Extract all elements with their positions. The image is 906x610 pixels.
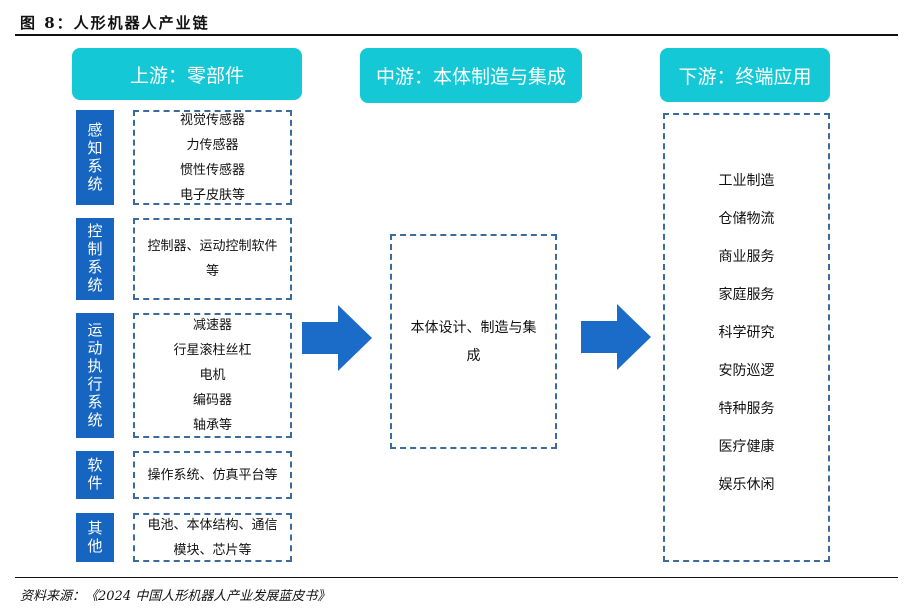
midstream-header: 中游：本体制造与集成 bbox=[360, 48, 582, 103]
component-item: 控制器、运动控制软件 bbox=[147, 239, 278, 254]
application-item: 商业服务 bbox=[718, 249, 775, 265]
application-item: 工业制造 bbox=[718, 173, 775, 189]
source-note: 资料来源：《2024 中国人形机器人产业发展蓝皮书》 bbox=[20, 589, 331, 604]
control-box: 控制器、运动控制软件 等 bbox=[133, 218, 292, 300]
application-item: 医疗健康 bbox=[718, 439, 775, 455]
application-item: 科学研究 bbox=[718, 325, 775, 341]
component-item: 编码器 bbox=[192, 393, 232, 408]
category-control: 控制系统 bbox=[76, 218, 114, 300]
software-box: 操作系统、仿真平台等 bbox=[133, 451, 292, 499]
category-motion: 运动执行系统 bbox=[76, 313, 114, 438]
component-item: 电子皮肤等 bbox=[179, 187, 245, 203]
application-item: 安防巡逻 bbox=[718, 363, 775, 379]
application-item: 娱乐休闲 bbox=[718, 477, 775, 493]
perception-box: 视觉传感器 力传感器 惯性传感器 电子皮肤等 bbox=[133, 110, 292, 205]
arrow-right-icon bbox=[302, 305, 372, 371]
downstream-header: 下游：终端应用 bbox=[660, 48, 830, 102]
figure-title: 图 8：人形机器人产业链 bbox=[20, 14, 210, 32]
component-item: 电机 bbox=[199, 368, 226, 383]
other-box: 电池、本体结构、通信 模块、芯片等 bbox=[133, 513, 292, 562]
component-item: 视觉传感器 bbox=[179, 112, 245, 128]
application-item: 家庭服务 bbox=[718, 287, 775, 303]
downstream-box: 工业制造 仓储物流 商业服务 家庭服务 科学研究 安防巡逻 特种服务 医疗健康 … bbox=[663, 113, 830, 562]
top-rule bbox=[15, 34, 898, 36]
component-item: 轴承等 bbox=[192, 418, 232, 433]
component-item: 等 bbox=[205, 264, 219, 279]
midstream-text: 本体设计、制造与集 bbox=[410, 319, 537, 336]
component-item: 力传感器 bbox=[186, 137, 239, 153]
motion-box: 减速器 行星滚柱丝杠 电机 编码器 轴承等 bbox=[133, 313, 292, 438]
arrow-right-icon bbox=[581, 304, 651, 370]
component-item: 操作系统、仿真平台等 bbox=[147, 467, 278, 483]
upstream-header: 上游：零部件 bbox=[72, 48, 302, 100]
category-software: 软件 bbox=[76, 451, 114, 499]
application-item: 仓储物流 bbox=[718, 211, 775, 227]
category-perception: 感知系统 bbox=[76, 110, 114, 205]
component-item: 减速器 bbox=[192, 318, 232, 333]
midstream-box: 本体设计、制造与集 成 bbox=[390, 234, 557, 449]
component-item: 模块、芯片等 bbox=[173, 542, 252, 558]
component-item: 电池、本体结构、通信 bbox=[147, 517, 278, 533]
component-item: 行星滚柱丝杠 bbox=[173, 343, 252, 358]
component-item: 惯性传感器 bbox=[179, 162, 245, 178]
application-item: 特种服务 bbox=[718, 401, 775, 417]
bottom-rule bbox=[15, 577, 898, 578]
category-other: 其他 bbox=[76, 513, 114, 562]
midstream-text: 成 bbox=[466, 347, 481, 364]
